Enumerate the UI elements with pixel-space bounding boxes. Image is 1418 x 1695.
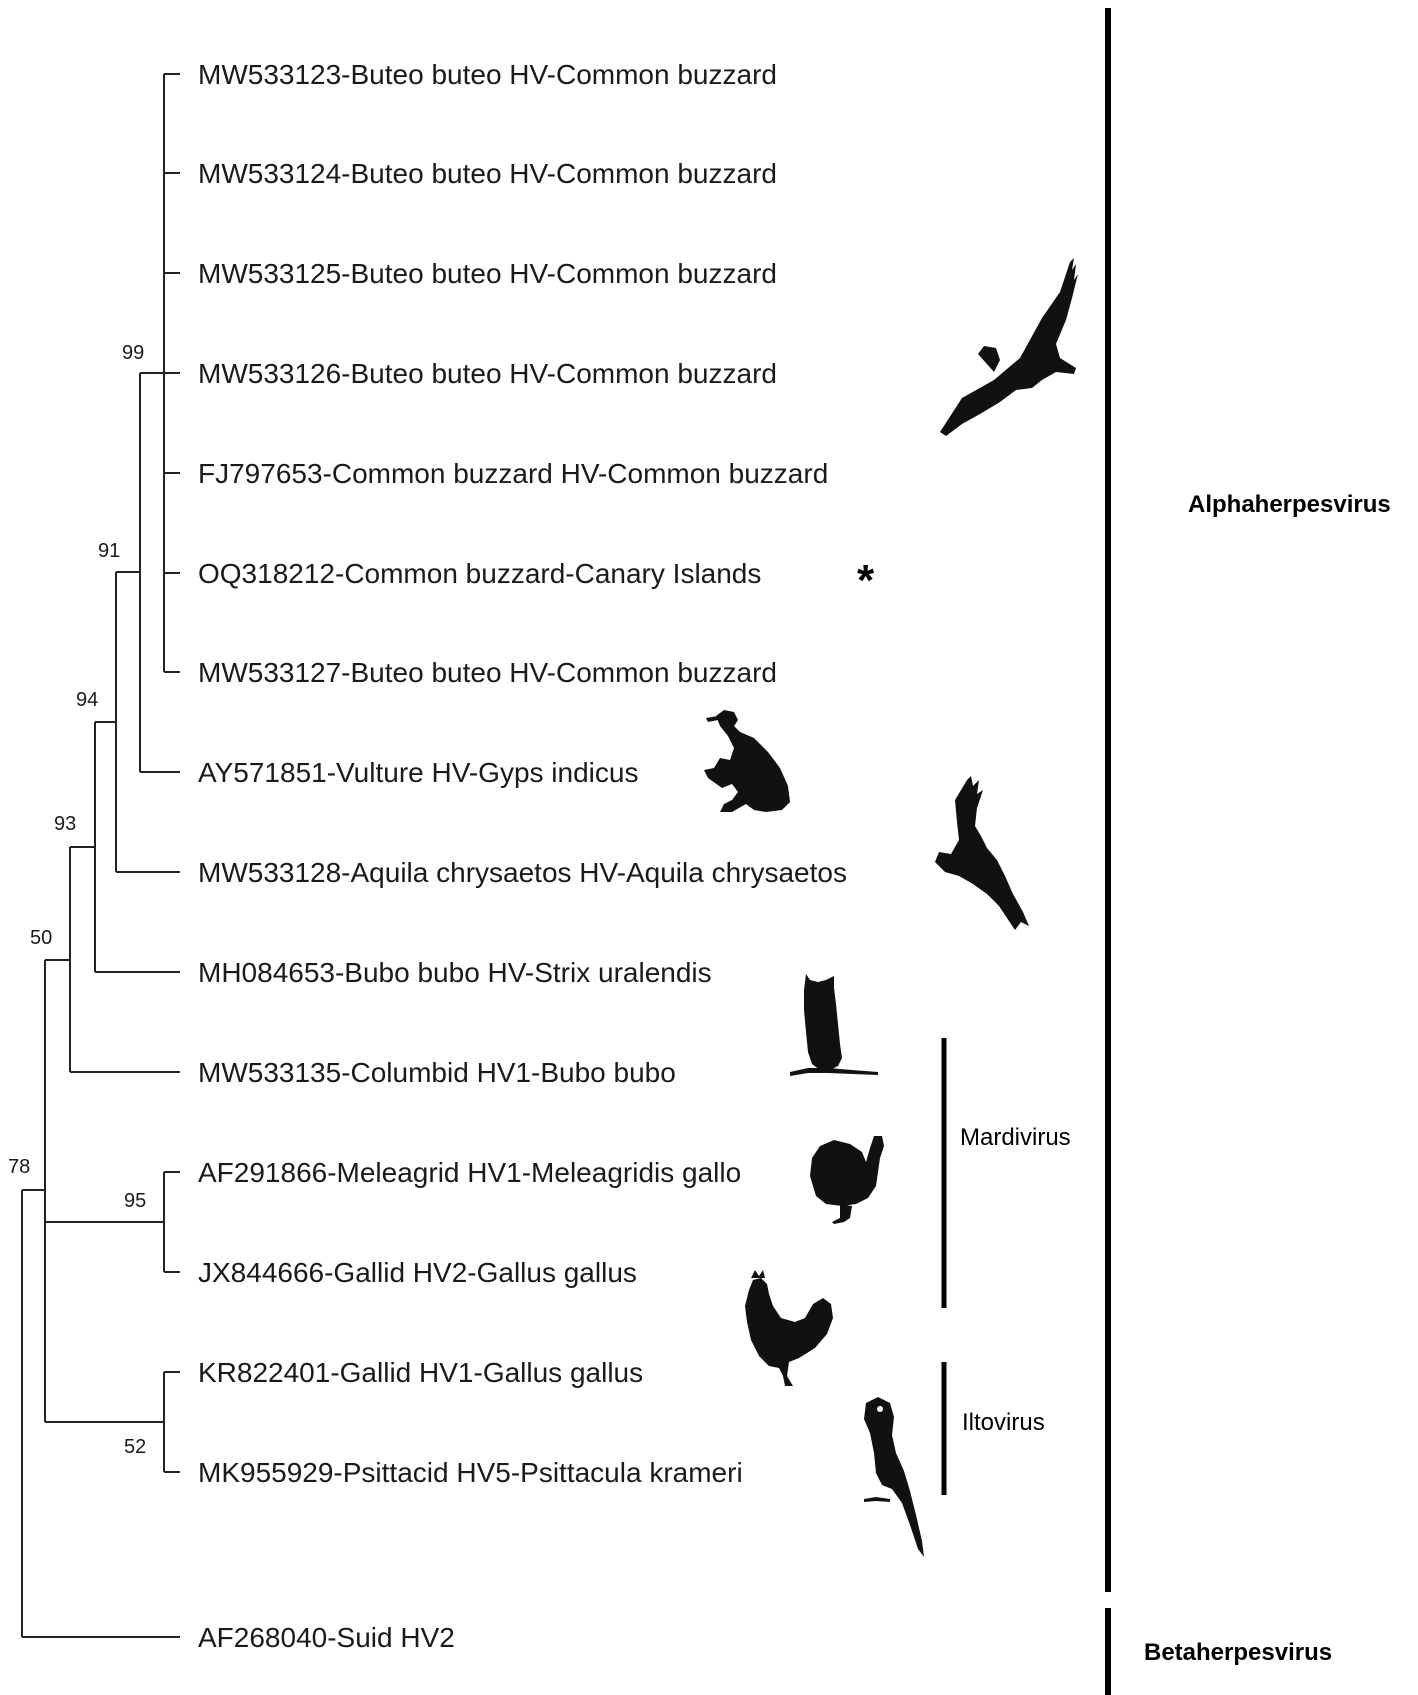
leaf-label: MW533128-Aquila chrysaetos HV-Aquila chr… [198,857,847,888]
leaf-label: JX844666-Gallid HV2-Gallus gallus [198,1257,637,1288]
leaf-label: MW533124-Buteo buteo HV-Common buzzard [198,158,777,189]
owl-icon [790,974,878,1076]
highlight-asterisk: * [857,556,875,605]
leaf-label: AY571851-Vulture HV-Gyps indicus [198,757,638,788]
support-values: 99 91 94 93 50 78 95 52 [8,342,146,1458]
parrot-icon [864,1397,924,1557]
leaf-label: MW533127-Buteo buteo HV-Common buzzard [198,657,777,688]
support-value: 91 [98,540,120,562]
betaherpesvirus-label: Betaherpesvirus [1144,1639,1332,1666]
leaf-label: MK955929-Psittacid HV5-Psittacula kramer… [198,1457,743,1488]
mardivirus-label: Mardivirus [960,1124,1071,1151]
leaf-label: MH084653-Bubo bubo HV-Strix uralendis [198,957,712,988]
leaf-label: MW533135-Columbid HV1-Bubo bubo [198,1057,676,1088]
group-brackets: Alphaherpesvirus Mardivirus Iltovirus Be… [941,8,1391,1695]
iltovirus-label: Iltovirus [962,1409,1045,1436]
leaf-label: MW533126-Buteo buteo HV-Common buzzard [198,358,777,389]
tree-branches [21,73,180,1638]
buzzard-icon [940,258,1078,436]
vulture-icon [704,710,790,812]
leaf-label: FJ797653-Common buzzard HV-Common buzzar… [198,458,828,489]
alphaherpesvirus-label: Alphaherpesvirus [1188,491,1391,518]
leaf-label: KR822401-Gallid HV1-Gallus gallus [198,1357,643,1388]
leaf-labels: MW533123-Buteo buteo HV-Common buzzard M… [198,59,875,1653]
support-value: 52 [124,1436,146,1458]
leaf-label: OQ318212-Common buzzard-Canary Islands [198,558,761,589]
leaf-label: AF291866-Meleagrid HV1-Meleagridis gallo [198,1157,741,1188]
leaf-label: AF268040-Suid HV2 [198,1622,455,1653]
support-value: 94 [76,689,98,711]
support-value: 99 [122,342,144,364]
support-value: 50 [30,927,52,949]
support-value: 93 [54,813,76,835]
turkey-icon [810,1136,884,1224]
support-value: 95 [124,1190,146,1212]
rooster-icon [745,1270,833,1386]
leaf-label: MW533123-Buteo buteo HV-Common buzzard [198,59,777,90]
eagle-icon [935,776,1029,930]
support-value: 78 [8,1156,30,1178]
leaf-label: MW533125-Buteo buteo HV-Common buzzard [198,258,777,289]
